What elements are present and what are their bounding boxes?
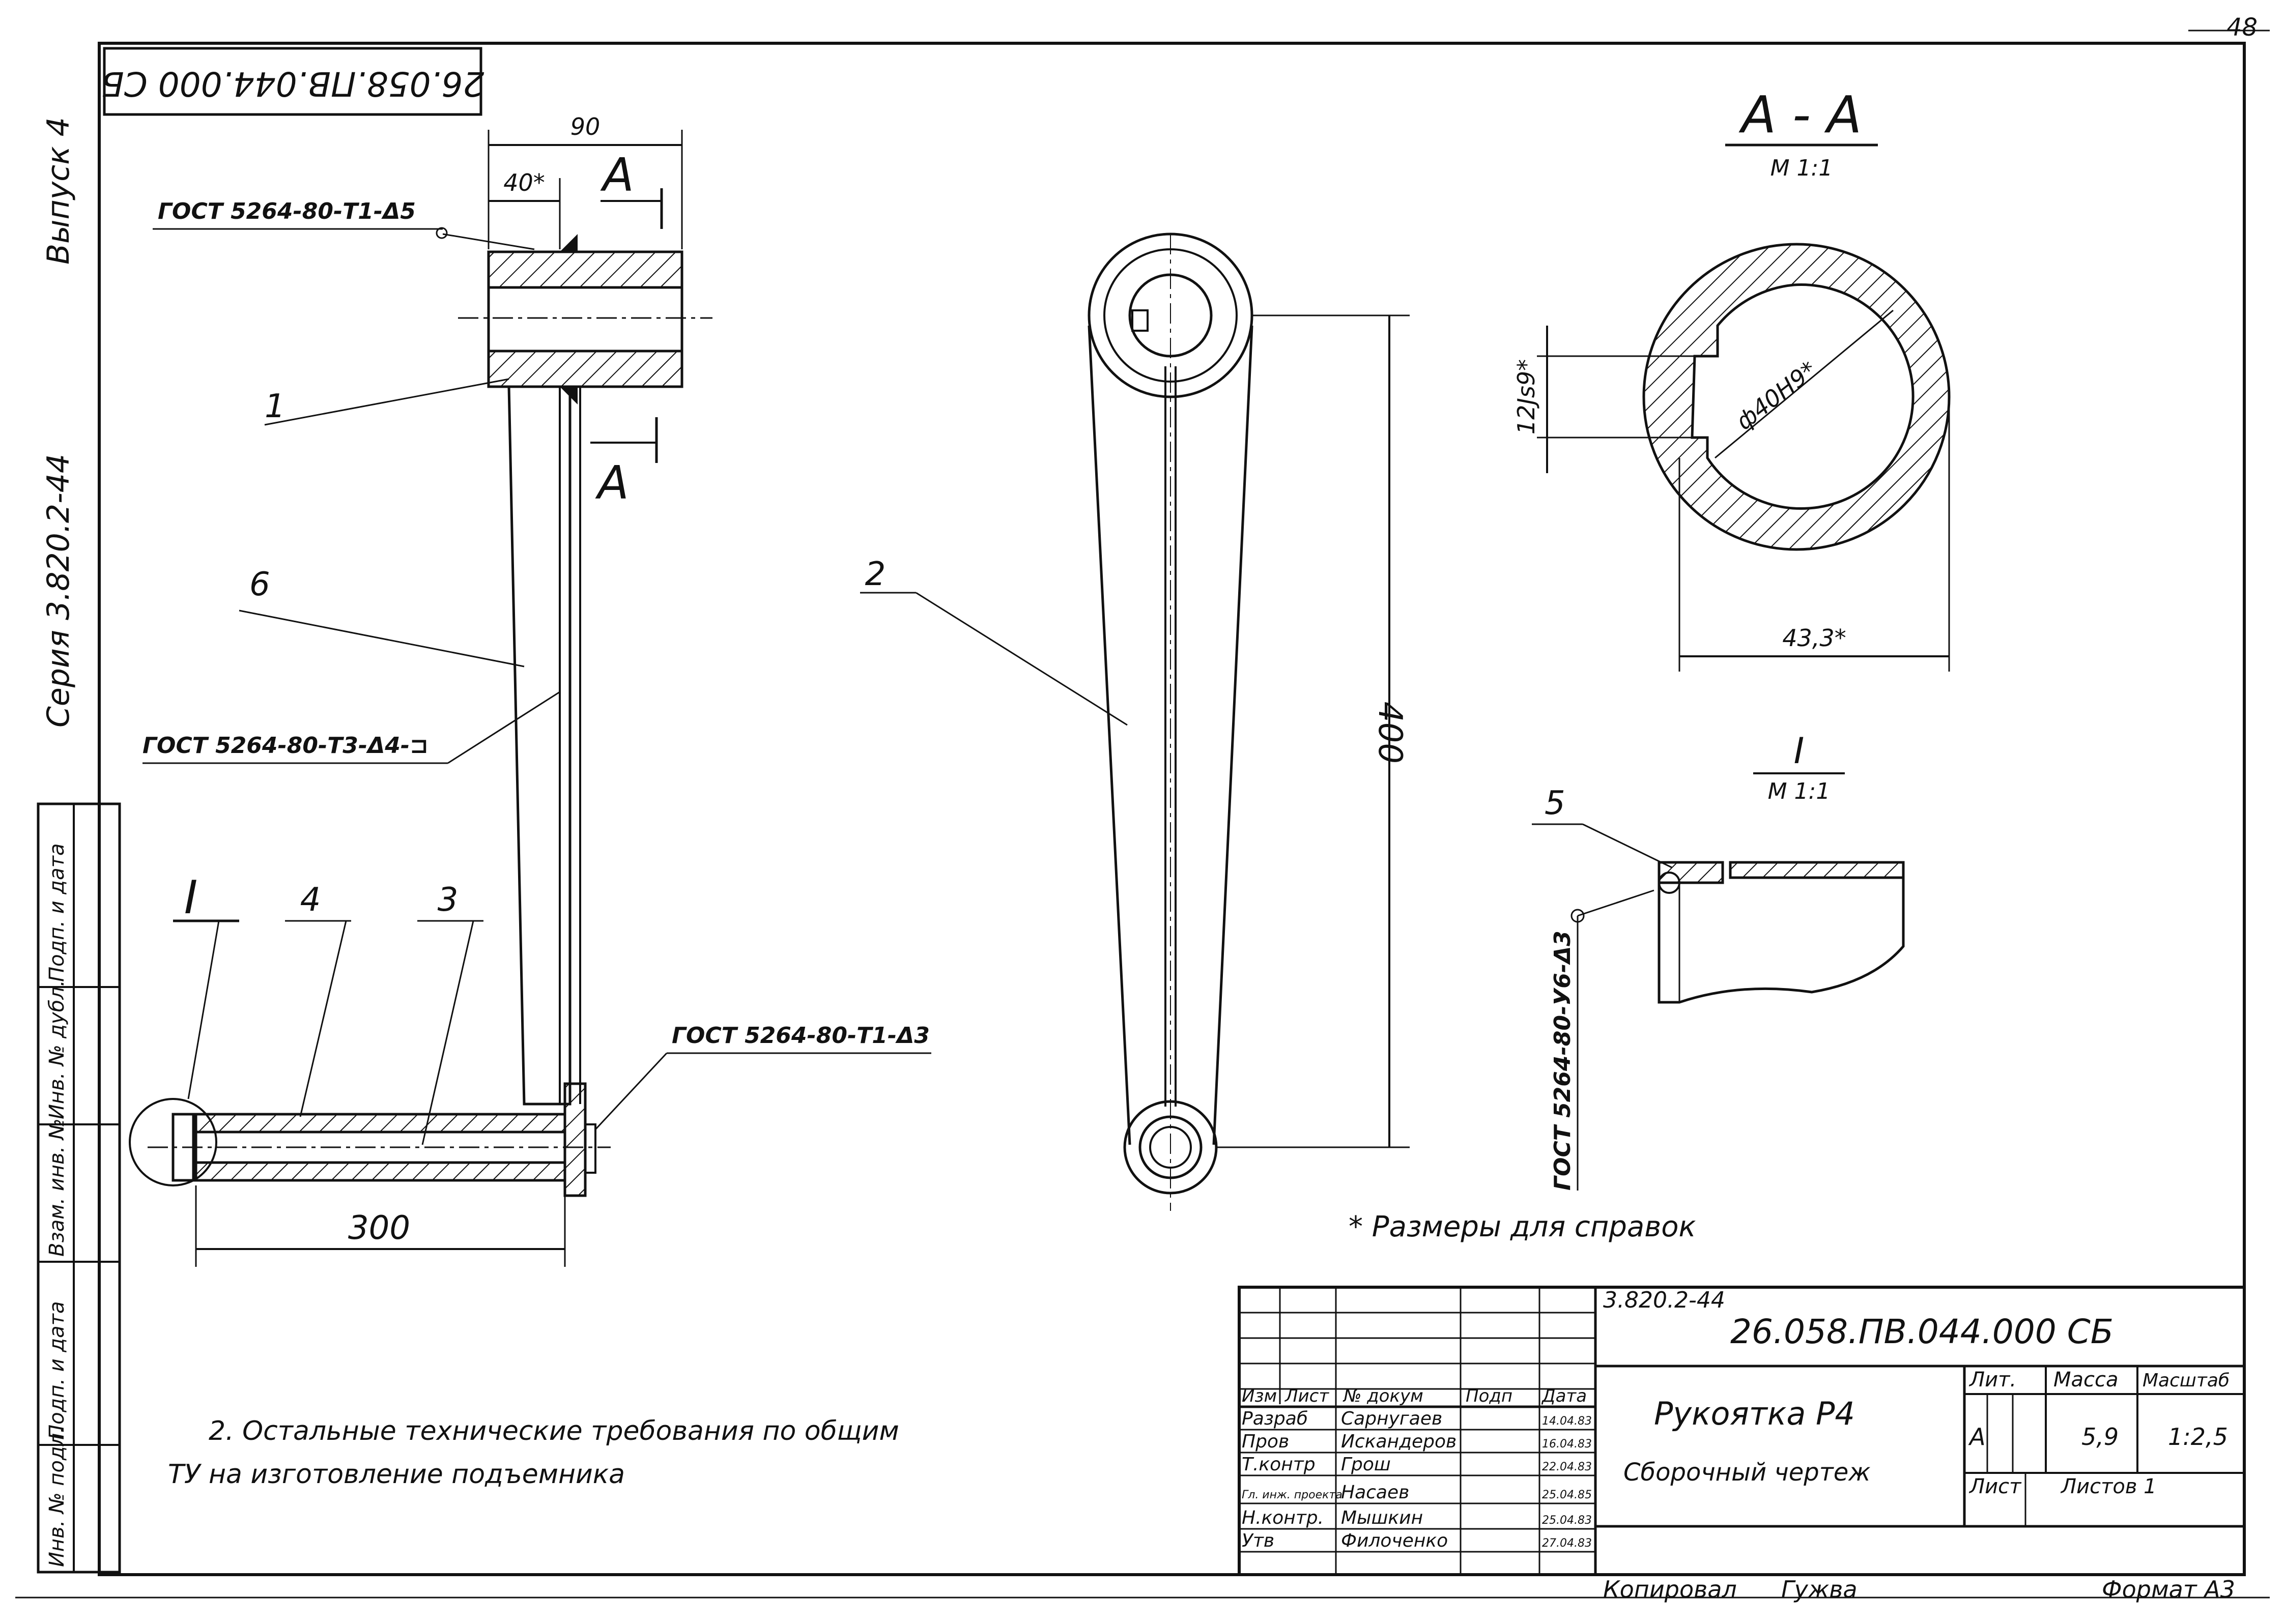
front-view: 90 40* А А	[129, 113, 931, 1267]
dim-400: 400	[1371, 702, 1409, 764]
dim-90: 90	[570, 113, 601, 140]
dim-300: 300	[348, 1209, 410, 1247]
tb-sheets-label: Листов 1	[2060, 1475, 2157, 1498]
vypusk-label: Выпуск 4	[41, 117, 76, 265]
strip-label-3: Взам. инв. №	[45, 1118, 69, 1257]
tb-code: 26.058.ПВ.044.000 СБ	[1730, 1312, 2113, 1351]
detail-scale: М 1:1	[1768, 778, 1831, 804]
tb-mass-label: Масса	[2053, 1368, 2119, 1391]
dim-12: 12Js9*	[1512, 359, 1540, 434]
strip-label-5: Инв. № подл.	[45, 1427, 69, 1567]
pos-3: 3	[438, 881, 459, 919]
section-aa-scale: М 1:1	[1770, 155, 1833, 181]
left-strip	[37, 802, 121, 1574]
tb-date-5: 25.04.83	[1542, 1514, 1592, 1527]
side-view: 400 2	[860, 233, 1410, 1211]
gost-top: ГОСТ 5264-80-Т1-Δ5	[158, 198, 416, 224]
tb-date-2: 16.04.83	[1542, 1438, 1592, 1451]
note-star: * Размеры для справок	[1349, 1210, 1696, 1243]
footer-copied: Копировал	[1603, 1576, 1737, 1603]
strip-label-1: Подп. и дата	[45, 844, 69, 982]
dim-43: 43,3*	[1782, 624, 1846, 652]
pos-1: 1	[265, 388, 285, 425]
tb-role-1: Разраб	[1242, 1408, 1308, 1429]
rotated-stamp: 26.058.ПВ.044.000 СБ	[101, 47, 484, 116]
tb-role-6: Утв	[1242, 1530, 1274, 1551]
section-aa-title: А - А	[1738, 85, 1862, 144]
pos-6: 6	[249, 566, 270, 603]
strip-label-2: Инв. № дубл.	[45, 980, 69, 1119]
tb-role-5: Н.контр.	[1242, 1507, 1324, 1528]
tb-col-list: Лист	[1284, 1386, 1329, 1406]
tb-name-4: Насаев	[1341, 1482, 1409, 1503]
sheet-frame	[15, 30, 2270, 1599]
dim-40: 40*	[503, 169, 545, 196]
tb-series: 3.820.2-44	[1603, 1287, 1725, 1313]
tb-scale-label: Масштаб	[2143, 1370, 2230, 1391]
tb-scale-value: 1:2,5	[2168, 1423, 2228, 1451]
tb-name-5: Мышкин	[1341, 1507, 1423, 1528]
tb-role-2: Пров	[1242, 1431, 1289, 1452]
detail-gost: ГОСТ 5264-80-У6-Δ3	[1550, 931, 1576, 1191]
tb-name-3: Грош	[1341, 1454, 1391, 1475]
detail-title: I	[1794, 730, 1805, 772]
footer-copier: Гужва	[1781, 1576, 1858, 1603]
seriya-label: Серия 3.820.2-44	[41, 454, 76, 728]
tb-role-3: Т.контр	[1242, 1454, 1316, 1475]
tb-date-1: 14.04.83	[1542, 1415, 1592, 1428]
tb-name-6: Филоченко	[1341, 1530, 1448, 1551]
tb-date-6: 27.04.83	[1542, 1537, 1592, 1550]
pos-4: 4	[300, 881, 321, 919]
strip-label-4: Подп. и дата	[45, 1301, 69, 1440]
tb-name-2: Искандеров	[1341, 1431, 1456, 1452]
tb-col-podp: Подп	[1466, 1386, 1512, 1406]
gost-bottom: ГОСТ 5264-80-Т1-Δ3	[672, 1023, 930, 1049]
tb-role-4: Гл. инж. проекта	[1242, 1489, 1343, 1501]
section-mark-bottom: А	[595, 456, 629, 510]
tb-sheet-label: Лист	[1968, 1475, 2022, 1498]
tb-date-4: 25.04.85	[1542, 1489, 1592, 1501]
detail-I: I М 1:1 5 ГОСТ 5264-80-У6-Δ3	[1532, 730, 1905, 1191]
footer-format: Формат А3	[2102, 1576, 2235, 1603]
rotated-stamp-code: 26.058.ПВ.044.000 СБ	[101, 64, 484, 103]
tb-col-izm: Изм	[1242, 1386, 1277, 1406]
section-aa: А - А М 1:1 ф40Н9* 12Js9* 43,3*	[1512, 85, 1951, 672]
section-mark-top: А	[600, 149, 634, 202]
pos-I: I	[184, 871, 198, 924]
tb-date-3: 22.04.83	[1542, 1461, 1592, 1473]
tb-mass-value: 5,9	[2081, 1423, 2119, 1451]
pos-5: 5	[1545, 785, 1565, 822]
tb-lit-value: А	[1968, 1423, 1985, 1451]
tb-col-docum: № докум	[1343, 1386, 1423, 1406]
tb-name-1: Сарнугаев	[1341, 1408, 1442, 1429]
tb-name: Рукоятка Р4	[1654, 1395, 1855, 1432]
tb-subtitle: Сборочный чертеж	[1623, 1458, 1871, 1487]
tb-col-data: Дата	[1541, 1386, 1587, 1406]
title-block	[1238, 1286, 2246, 1576]
gost-mid: ГОСТ 5264-80-Т3-Δ4-⊐	[142, 733, 429, 759]
pos-2: 2	[865, 556, 886, 593]
tb-lit-label: Лит.	[1968, 1368, 2016, 1391]
note-2-line2: ТУ на изготовление подъемника	[168, 1459, 625, 1490]
note-2-line1: 2. Остальные технические требования по о…	[209, 1416, 899, 1446]
sheet-number: 48	[2226, 13, 2258, 42]
